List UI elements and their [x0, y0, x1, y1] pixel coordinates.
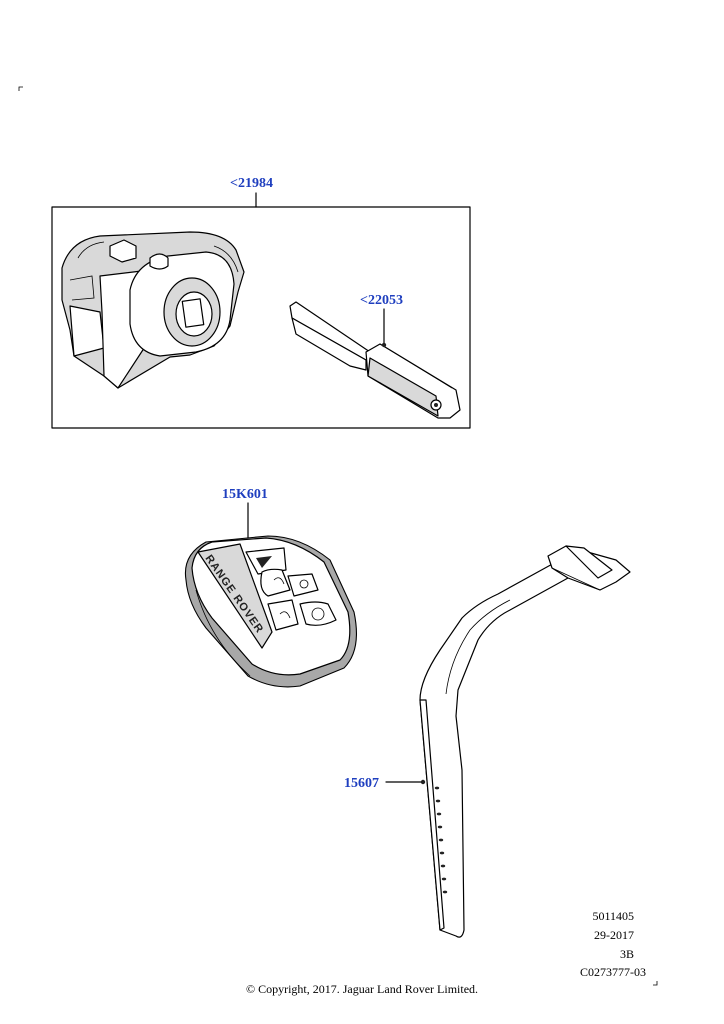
wrist-strap-drawing	[419, 545, 631, 938]
crop-mark-bottom-right	[653, 981, 658, 986]
callout-21984[interactable]: <21984	[230, 176, 273, 191]
callout-15607[interactable]: 15607	[344, 776, 379, 791]
ignition-lock-drawing	[61, 231, 245, 389]
callout-22053[interactable]: <22053	[360, 293, 403, 308]
smart-key-fob-drawing: RANGE ROVER	[184, 535, 357, 688]
reference-code: C0273777-03	[580, 965, 646, 979]
callout-15k601[interactable]: 15K601	[222, 487, 268, 502]
revision-code: 3B	[619, 947, 634, 961]
group-frame-21984	[51, 206, 471, 429]
date-code: 29-2017	[594, 928, 634, 942]
illustration-number: 5011405	[592, 909, 634, 923]
strap-holes	[434, 786, 448, 894]
leader-dot-22053	[381, 342, 387, 348]
leader-dot-15607	[420, 779, 426, 785]
key-blade-drawing	[289, 301, 461, 419]
copyright-notice: © Copyright, 2017. Jaguar Land Rover Lim…	[245, 982, 479, 996]
crop-mark-top-left	[18, 86, 23, 91]
